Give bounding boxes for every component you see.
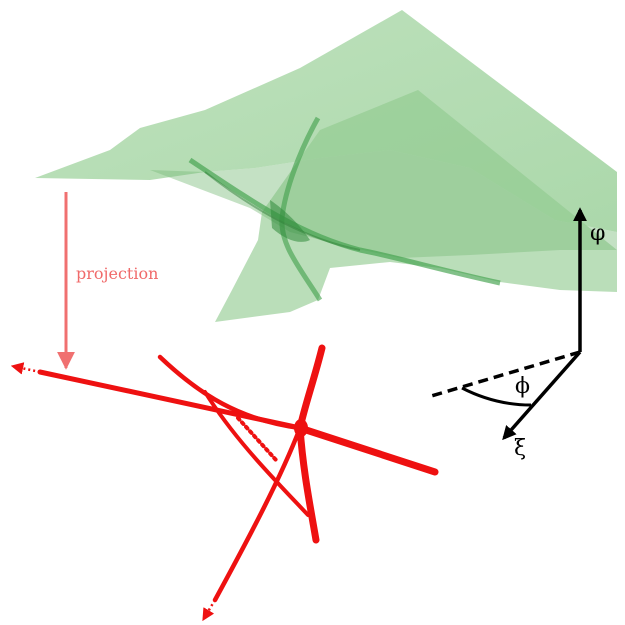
caustic-cusp-upper	[296, 344, 326, 432]
reference-axis-dashed	[427, 350, 581, 399]
angle-arc	[461, 386, 532, 407]
surface-fold-band	[150, 150, 617, 258]
caustic-cusp-lower	[296, 424, 320, 544]
angle-phi-label: ϕ	[515, 374, 530, 399]
caustic-projection	[10, 344, 439, 622]
coordinate-axes: φ ϕ ξ	[427, 207, 605, 461]
caustic-crossing-point	[294, 419, 308, 437]
surface-upper-sheet	[35, 10, 617, 232]
caustic-line-left-dotted	[10, 362, 41, 375]
surface-lower-sheet	[215, 90, 617, 322]
caustic-line-diagonal	[157, 354, 303, 431]
xi-axis-label: ξ	[514, 436, 526, 461]
caustic-line-bottom-dotted	[201, 599, 217, 622]
caustic-line-bottom	[212, 425, 303, 603]
caustic-line-right	[296, 424, 439, 476]
xi-axis-arrow	[502, 350, 582, 441]
phi-axis-label: φ	[590, 221, 605, 246]
projection-indicator: projection	[57, 192, 158, 370]
surface-crease	[204, 171, 361, 251]
projection-label: projection	[76, 264, 158, 283]
folded-surface	[35, 10, 617, 322]
caustic-dotted-segment	[236, 416, 278, 462]
caustic-line-diagonal-lower	[203, 390, 310, 517]
